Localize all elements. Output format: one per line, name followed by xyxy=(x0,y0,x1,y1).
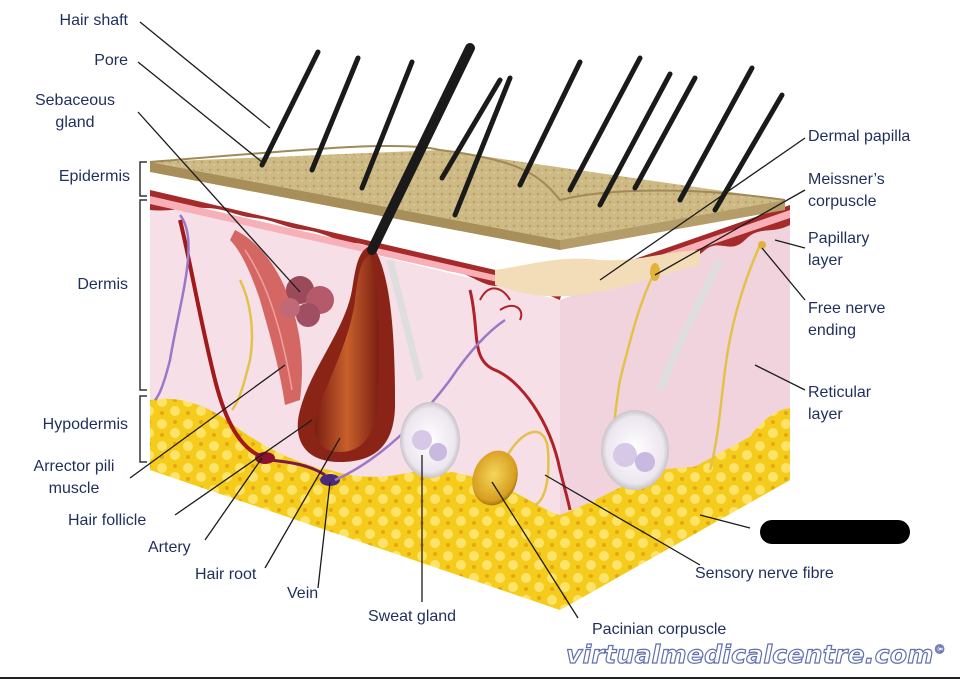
label-sebaceous-gland: Sebaceous gland xyxy=(34,92,116,131)
layer-brackets xyxy=(139,161,147,463)
pacinian-corpuscle xyxy=(472,450,518,506)
label-reticular-layer: Reticular layer xyxy=(808,384,872,423)
label-hair-follicle: Hair follicle xyxy=(68,512,147,529)
hair-root-bulb xyxy=(314,255,380,452)
label-dermis: Dermis xyxy=(77,276,128,293)
label-sweat-gland: Sweat gland xyxy=(368,608,457,625)
label-epidermis: Epidermis xyxy=(58,168,130,185)
arrector-pili xyxy=(230,230,302,405)
label-dermal-papilla: Dermal papilla xyxy=(808,128,911,145)
sweat-gland-duct xyxy=(386,259,424,381)
label-pore: Pore xyxy=(94,52,128,69)
label-meissners-corpuscle: Meissner’s corpuscle xyxy=(808,171,885,210)
hair-shafts xyxy=(259,43,785,255)
label-hypodermis: Hypodermis xyxy=(42,416,128,433)
watermark: virtualmedicalcentre.com© xyxy=(565,639,946,669)
epidermis-top xyxy=(150,150,785,240)
label-hair-shaft: Hair shaft xyxy=(59,12,128,29)
label-vein: Vein xyxy=(287,585,319,602)
leader-lines xyxy=(129,21,806,619)
bottom-divider xyxy=(0,677,960,679)
label-pacinian-corpuscle: Pacinian corpuscle xyxy=(592,621,727,638)
label-papillary-layer: Papillary layer xyxy=(808,230,870,269)
label-artery: Artery xyxy=(148,539,191,556)
redacted-label xyxy=(760,520,910,544)
label-free-nerve-ending: Free nerve ending xyxy=(808,300,886,339)
vein-cut xyxy=(320,474,340,486)
sebaceous-gland xyxy=(280,276,334,327)
label-sensory-nerve-fibre: Sensory nerve fibre xyxy=(695,565,834,582)
label-hair-root: Hair root xyxy=(195,566,257,583)
label-arrector-pili-muscle: Arrector pili muscle xyxy=(33,458,115,497)
